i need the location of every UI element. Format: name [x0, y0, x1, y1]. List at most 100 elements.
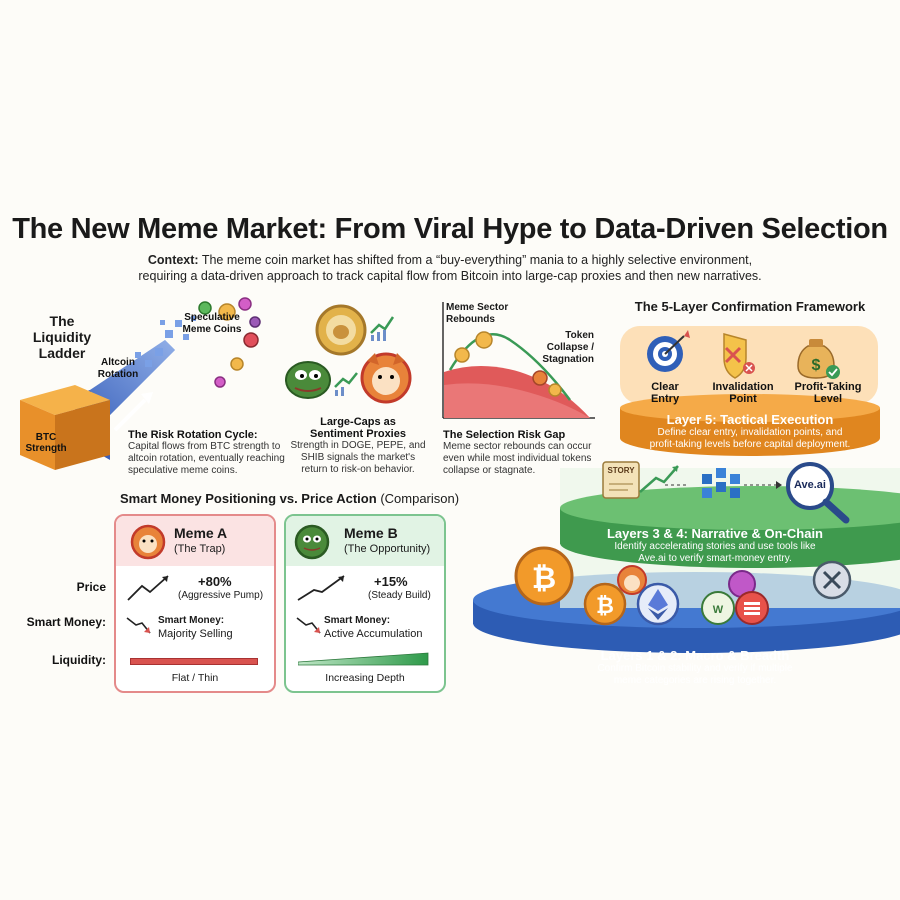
profit-taking-label: Profit-Taking Level — [781, 381, 875, 405]
meme-b-price-note: (Steady Build) — [368, 590, 431, 601]
meme-a-card: Meme A (The Trap) +80% (Aggressive Pump)… — [114, 514, 276, 693]
large-caps-line-3: return to risk-on behavior. — [301, 464, 415, 475]
meme-b-smart-down-icon — [296, 617, 321, 634]
clear-entry-label: Clear Entry — [635, 381, 695, 405]
comparison-title-main: Smart Money Positioning vs. Price Action — [120, 491, 377, 506]
selection-risk-chart — [442, 302, 595, 419]
doge-trend-icon — [370, 316, 395, 334]
rotation-arrowhead — [141, 392, 153, 404]
collapse-label-line-3: Stagnation — [542, 354, 594, 365]
altcoin-rotation-label: Altcoin Rotation — [88, 357, 148, 381]
ave-magnifier-icon — [786, 462, 850, 524]
layer12-line-2: meme categories are rising together. — [613, 675, 777, 686]
btc-block-front — [20, 400, 55, 470]
svg-text:$: $ — [812, 357, 821, 374]
collapse-label: Token Collapse / Stagnation — [530, 330, 594, 366]
risk-rotation-line-2: altcoin rotation, eventually reaching — [128, 453, 285, 464]
meme-b-price-value: +15% — [374, 574, 408, 589]
rotation-arrow — [113, 398, 147, 432]
shield-x-icon — [723, 333, 755, 379]
story-scroll-icon — [602, 461, 640, 499]
rebound-label: Meme Sector Rebounds — [446, 302, 508, 326]
profit-line-1: Profit-Taking — [794, 381, 862, 393]
meme-a-liquidity-bar — [130, 658, 258, 665]
context-line-2: requiring a data-driven approach to trac… — [138, 269, 762, 283]
large-caps-caption: Large-Caps as Sentiment Proxies Strength… — [283, 416, 433, 476]
large-caps-line-1: Strength in DOGE, PEPE, and — [290, 440, 426, 451]
meme-b-card: Meme B (The Opportunity) +15% (Steady Bu… — [284, 514, 446, 693]
rebound-label-line-1: Meme Sector — [446, 302, 509, 313]
meme-a-shib-icon — [130, 524, 166, 560]
ladder-title-line-2: Liquidity — [32, 329, 92, 345]
bitcoin-large-icon: ₿ — [514, 546, 574, 606]
layer12-line-1: Confirm Bitcoin stability and verify if … — [597, 663, 793, 674]
ethereum-icon — [636, 582, 680, 626]
meme-b-name: Meme B — [344, 525, 398, 541]
layer34-title: Layers 3 & 4: Narrative & On-Chain — [606, 526, 824, 541]
collapse-label-line-1: Token — [565, 330, 594, 341]
row-label-price: Price — [76, 580, 106, 594]
rebound-label-line-2: Rebounds — [446, 314, 495, 325]
layer12-title: Layers 1 & 2: Macro & Breadth — [600, 648, 790, 663]
speculative-coins — [198, 297, 261, 388]
meme-a-price-arrow-icon — [127, 575, 169, 601]
ladder-title-line-3: Ladder — [38, 345, 86, 361]
invalidation-line-1: Invalidation — [712, 381, 774, 393]
x-coin-icon — [812, 560, 852, 600]
layer34-line-1: Identify accelerating stories and use to… — [614, 541, 816, 552]
row-label-smart-money: Smart Money: — [26, 615, 106, 629]
meme-b-smart-value: Active Accumulation — [324, 628, 423, 640]
money-bag-icon: $ — [797, 339, 840, 379]
btc-block-side — [55, 400, 110, 470]
risk-rotation-caption: The Risk Rotation Cycle: Capital flows f… — [128, 429, 288, 477]
comparison-title-suffix: (Comparison) — [380, 491, 460, 506]
layer5-line-2: profit-taking levels before capital depl… — [649, 439, 851, 450]
collapse-coin-icon — [532, 370, 548, 386]
meme-b-sub: (The Opportunity) — [344, 543, 431, 555]
ave-tag: Ave.ai — [793, 479, 826, 491]
rebound-line — [448, 333, 571, 401]
invalidation-point-label: Invalidation Point — [703, 381, 783, 405]
altcoin-label-line-1: Altcoin — [101, 357, 135, 368]
target-icon — [647, 330, 690, 372]
spec-label-line-2: Meme Coins — [182, 324, 242, 335]
large-caps-title-line-1: Large-Caps as — [320, 416, 396, 428]
large-caps-title-line-2: Sentiment Proxies — [310, 428, 406, 440]
altcoin-ramp-shade — [90, 340, 175, 415]
pepe-coin-icon — [285, 361, 331, 399]
btc-label-line-1: BTC — [35, 432, 57, 443]
layer12-text: Layers 1 & 2: Macro & Breadth Confirm Bi… — [540, 648, 850, 687]
meme-b-liquidity: Increasing Depth — [325, 672, 405, 684]
meme-a-name: Meme A — [174, 525, 228, 541]
context-paragraph: Context: The meme coin market has shifte… — [90, 252, 810, 284]
selection-caption: The Selection Risk Gap Meme sector rebou… — [443, 429, 603, 477]
collapse-label-line-2: Collapse / — [546, 342, 594, 353]
liquidity-ladder-title: The Liquidity Ladder — [22, 313, 102, 361]
altcoin-label-line-2: Rotation — [97, 369, 139, 380]
spec-label-line-1: Speculative — [184, 312, 240, 323]
meme-a-price-value: +80% — [198, 574, 232, 589]
svg-text:₿: ₿ — [532, 562, 556, 595]
meme-a-price-note: (Aggressive Pump) — [178, 590, 264, 601]
bitcoin-small-icon: ₿ — [583, 582, 627, 626]
profit-line-2: Level — [813, 393, 843, 405]
svg-text:W: W — [713, 604, 724, 616]
layer34-line-2: Ave.ai to verify smart-money entry. — [638, 553, 792, 564]
row-label-liquidity: Liquidity: — [52, 653, 106, 667]
solana-coin-icon — [735, 591, 769, 625]
selection-line-3: collapse or stagnate. — [443, 465, 536, 476]
shib-bottom-icon — [617, 565, 647, 595]
pepe-trend-icon — [334, 372, 358, 388]
selection-line-2: even while most individual tokens — [443, 453, 592, 464]
framework-title: The 5-Layer Confirmation Framework — [634, 299, 866, 314]
svg-text:₿: ₿ — [596, 593, 614, 618]
risk-rotation-line-3: speculative meme coins. — [128, 465, 238, 476]
page-title: The New Meme Market: From Viral Hype to … — [12, 213, 888, 245]
layer34-text: Layers 3 & 4: Narrative & On-Chain Ident… — [580, 526, 850, 565]
meme-b-price-arrow-icon — [297, 575, 345, 601]
meme-a-sub: (The Trap) — [174, 543, 226, 555]
btc-strength-label: BTC Strength — [24, 432, 68, 454]
meme-b-smart-label: Smart Money: — [324, 615, 391, 626]
context-line-1: The meme coin market has shifted from a … — [201, 253, 753, 267]
btc-label-line-2: Strength — [25, 443, 67, 454]
